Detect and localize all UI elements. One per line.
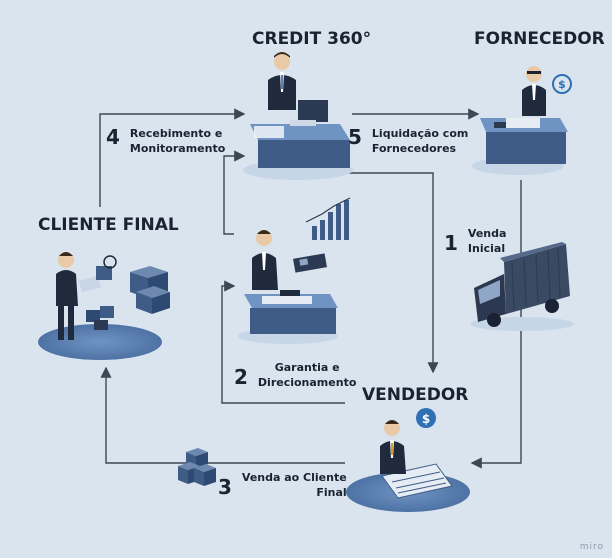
step-1-label: 1 Venda Inicial (444, 226, 506, 256)
step-number: 5 (348, 125, 362, 149)
dollar-icon: $ (422, 412, 430, 426)
truck-illustration (470, 242, 574, 331)
node-title-cliente-final: CLIENTE FINAL (38, 215, 179, 235)
cliente-final-illustration (38, 252, 170, 360)
node-title-vendedor: VENDEDOR (362, 385, 469, 405)
step-number: 1 (444, 231, 458, 255)
step-number: 3 (218, 475, 232, 499)
step-text-line: Venda ao Cliente (241, 471, 347, 484)
node-title-fornecedor: FORNECEDOR (474, 29, 605, 49)
step-text-line: Inicial (467, 242, 506, 255)
step-text-line: Final (316, 486, 347, 499)
step-text: Recebimento e Monitoramento (130, 126, 225, 156)
step-2-label: 2 Garantia e Direcionamento (234, 360, 356, 390)
fornecedor-illustration: $ (472, 66, 572, 175)
step-text-line: Fornecedores (371, 142, 457, 155)
arrow-middle-credit (223, 150, 246, 235)
vendedor-illustration: $ (346, 408, 470, 512)
arrow-garantia (221, 280, 345, 404)
step-number: 2 (234, 365, 248, 389)
miro-watermark: miro (579, 542, 604, 552)
step-text-line: Venda (467, 227, 507, 240)
dollar-icon: $ (558, 78, 566, 91)
step-text-line: Direcionamento (257, 376, 357, 389)
step-text: Garantia e Direcionamento (258, 360, 356, 390)
step-text-line: Garantia e (274, 361, 340, 374)
step-text-line: Liquidação com (371, 127, 469, 140)
step-number: 4 (106, 125, 120, 149)
node-title-credit360: CREDIT 360° (252, 29, 372, 49)
arrow-credit-vendedor (345, 172, 439, 374)
step-text-line: Recebimento e (129, 127, 223, 140)
step-text-line: Monitoramento (129, 142, 226, 155)
step-3-label: 3 Venda ao Cliente Final (218, 470, 347, 500)
arrow-recebimento (99, 108, 246, 207)
step-text: Venda ao Cliente Final (242, 470, 347, 500)
step-4-label: 4 Recebimento e Monitoramento (106, 126, 225, 156)
step-text: Venda Inicial (468, 226, 507, 256)
credit360-illustration (243, 52, 353, 180)
arrow-venda-cliente (100, 366, 345, 464)
garantia-illustration (238, 197, 351, 344)
step-5-label: 5 Liquidação com Fornecedores (348, 126, 468, 156)
step-text: Liquidação com Fornecedores (372, 126, 468, 156)
box-stack-illustration (178, 448, 216, 486)
